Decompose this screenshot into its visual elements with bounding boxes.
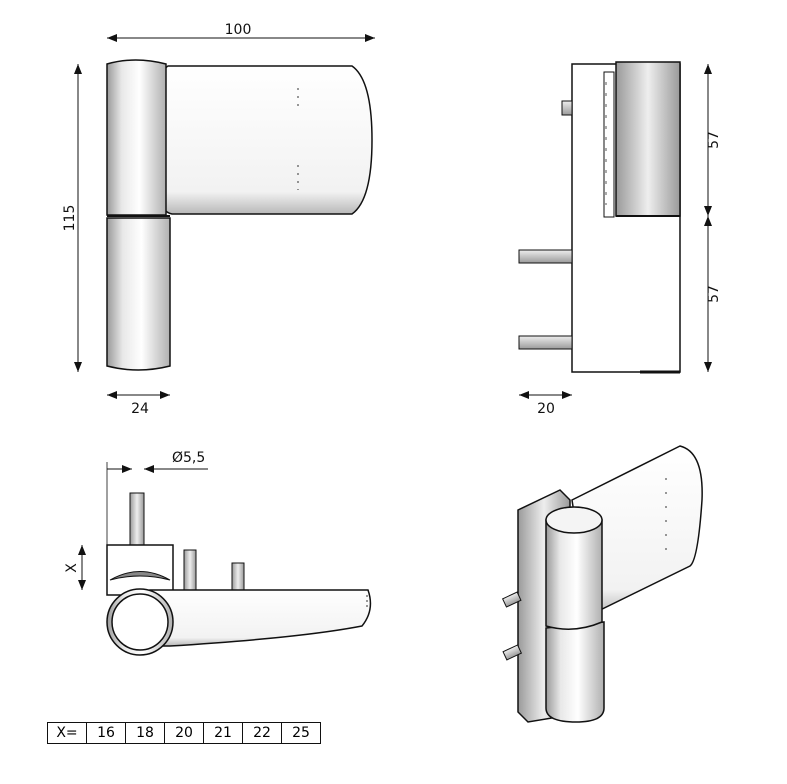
x-table-row: X= 16 18 20 21 22 25 <box>47 722 321 744</box>
top-diameter-dim: Ø5,5 <box>172 450 205 466</box>
side-upper-dim: 57 <box>706 131 722 149</box>
iso-upper-barrel <box>545 519 603 630</box>
top-x-label: X <box>64 563 80 573</box>
top-pin <box>129 492 145 546</box>
top-leaf-body <box>149 589 372 647</box>
side-leaf-strip <box>615 61 681 217</box>
x-table-cell: 20 <box>164 722 204 744</box>
iso-view <box>501 445 703 723</box>
side-depth-dim: 20 <box>537 401 555 417</box>
x-table: X= 16 18 20 21 22 25 <box>47 722 321 744</box>
x-table-cell: 22 <box>242 722 282 744</box>
front-lower-barrel <box>106 217 171 371</box>
side-pin-upper <box>518 249 573 264</box>
front-height-dim: 115 <box>62 205 78 232</box>
x-table-cell: 16 <box>86 722 126 744</box>
x-table-cell: 21 <box>203 722 243 744</box>
x-table-cell: 25 <box>281 722 321 744</box>
side-small-pin <box>561 100 573 116</box>
front-barrel-dim: 24 <box>131 401 149 417</box>
iso-lower-barrel <box>545 621 605 723</box>
iso-leaf <box>571 445 703 617</box>
front-view: 100 115 24 <box>62 22 375 417</box>
front-width-dim: 100 <box>225 22 252 38</box>
top-barrel-circle <box>111 593 169 651</box>
side-lower-dim: 57 <box>706 285 722 303</box>
top-frame-block <box>106 544 174 596</box>
side-view: 57 57 20 <box>518 61 722 417</box>
x-table-cell: 18 <box>125 722 165 744</box>
iso-barrel-cap <box>545 506 603 534</box>
side-pin-lower <box>518 335 573 350</box>
front-leaf-plate <box>161 65 373 215</box>
x-table-header: X= <box>47 722 87 744</box>
top-view: Ø5,5 X <box>64 450 372 656</box>
front-upper-barrel <box>106 59 167 216</box>
